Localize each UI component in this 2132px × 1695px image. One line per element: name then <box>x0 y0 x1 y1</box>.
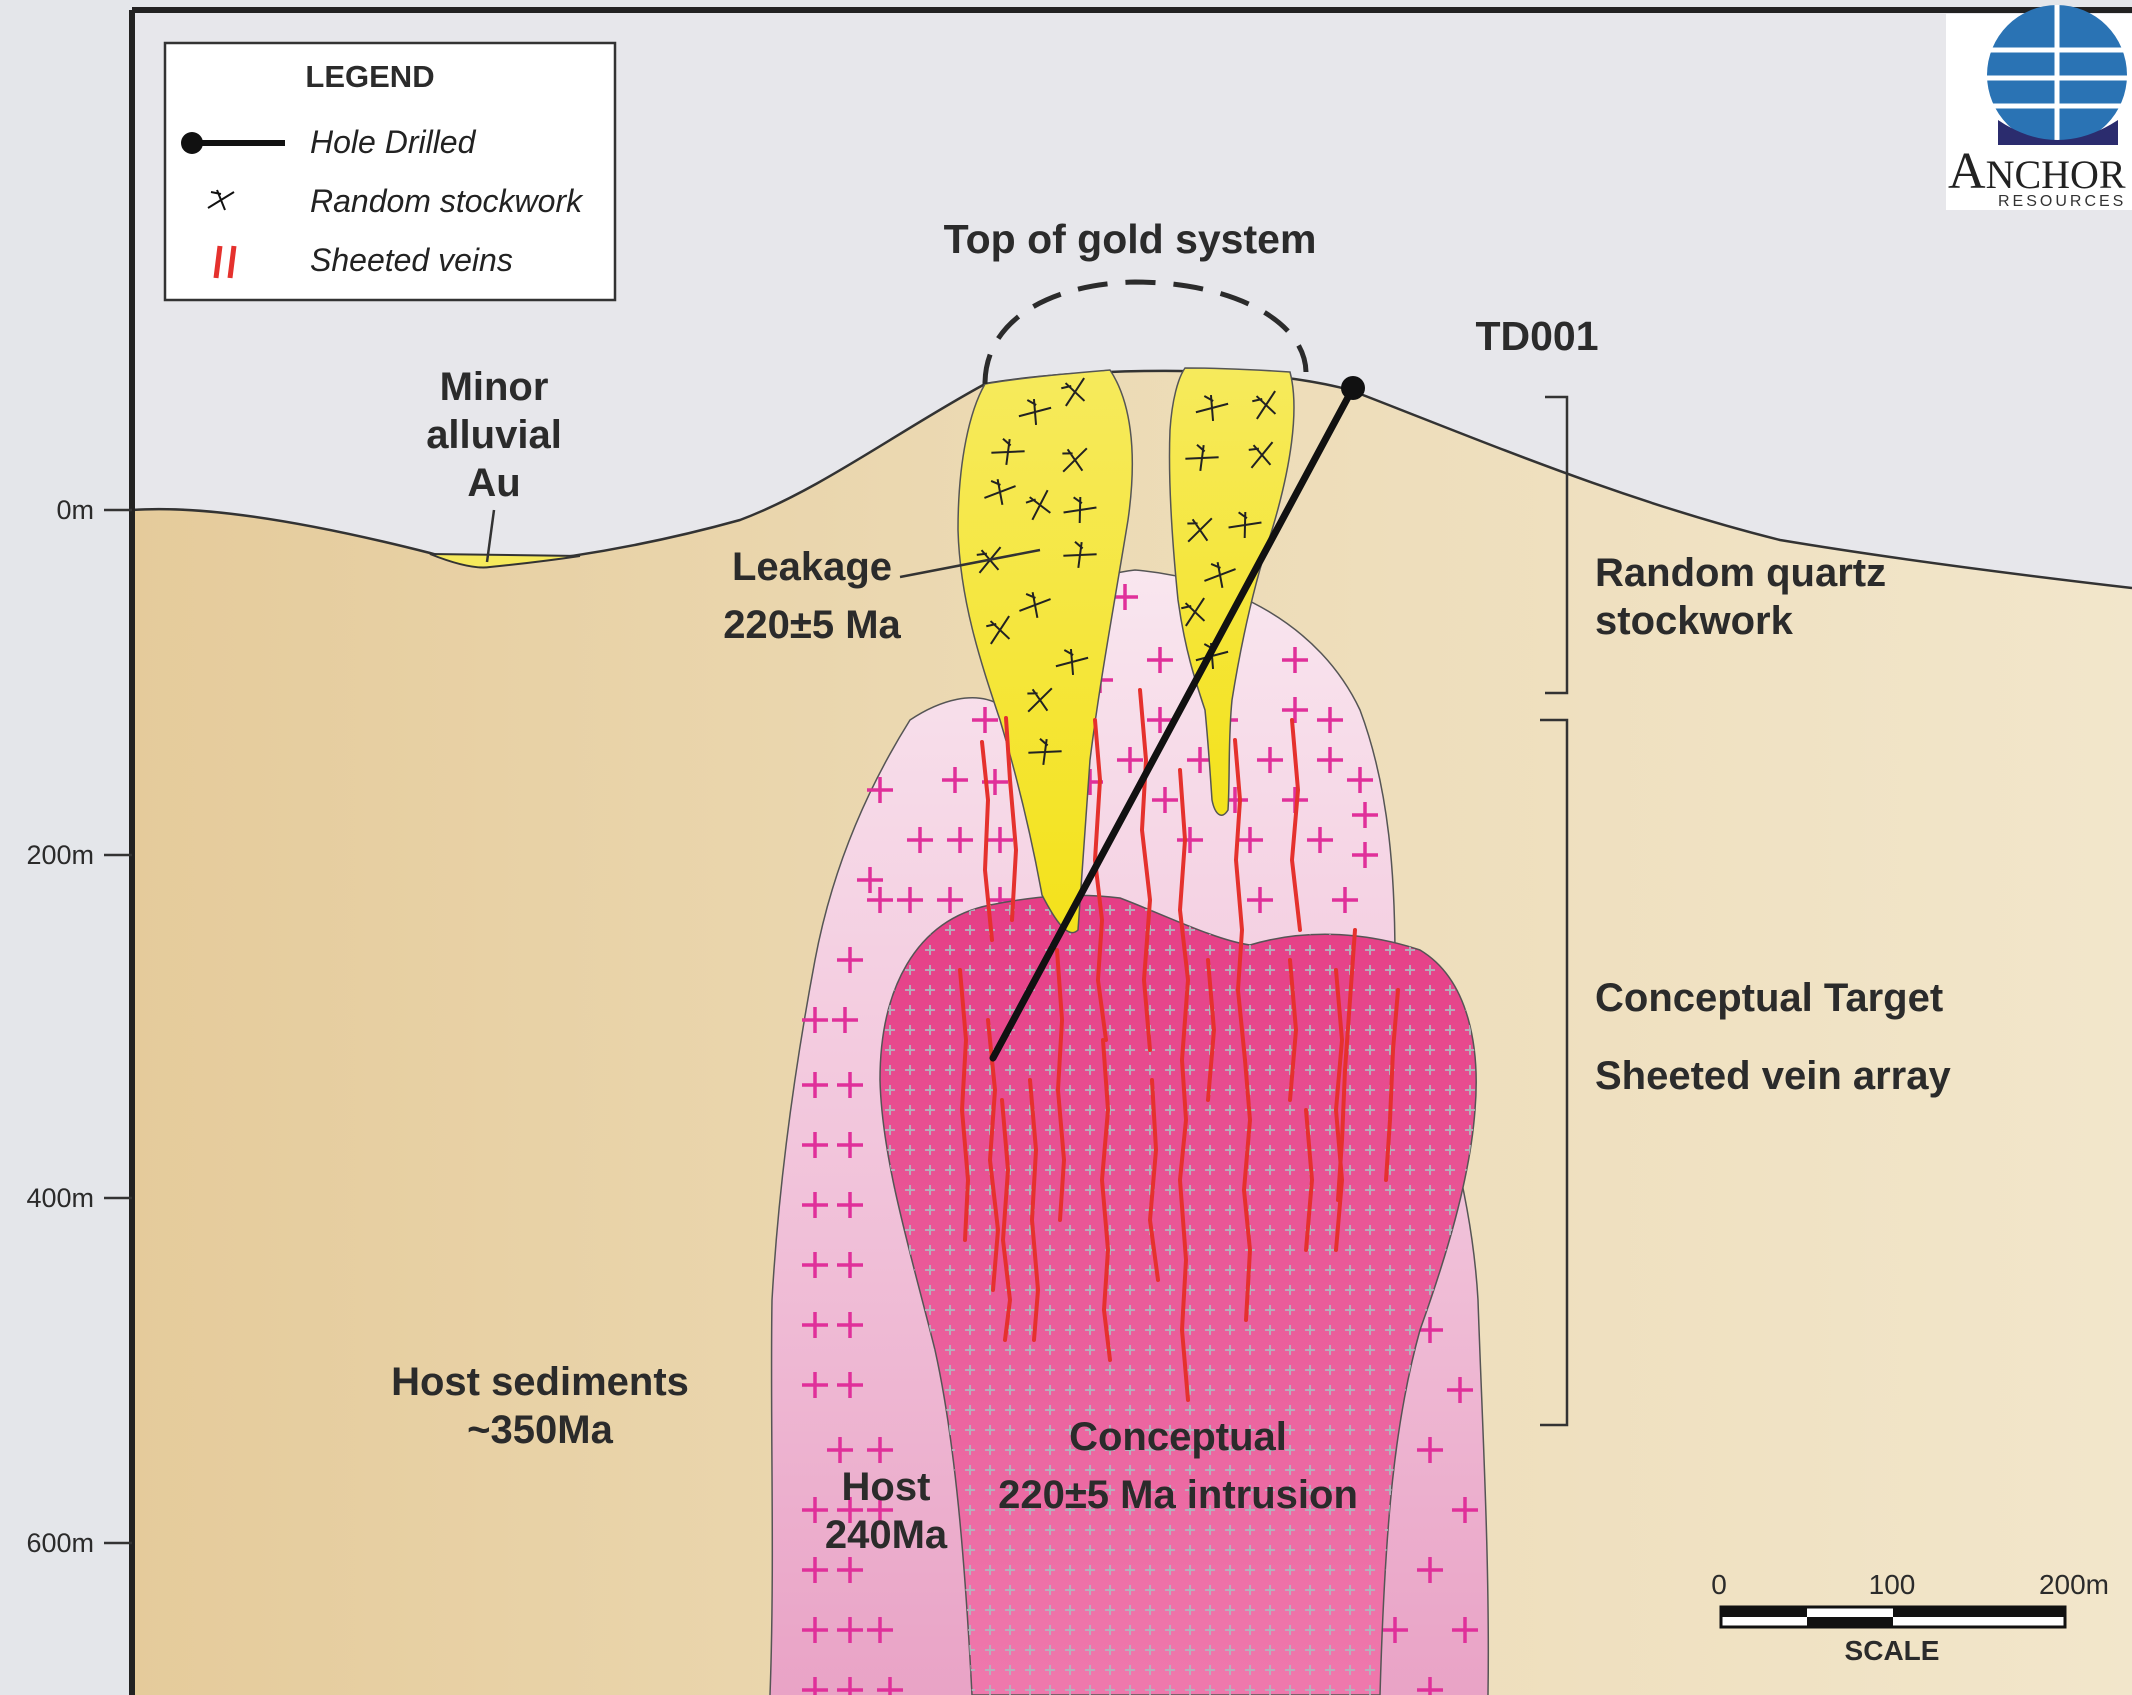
scale-label-100: 100 <box>1869 1569 1916 1600</box>
legend: LEGEND Hole Drilled Random stockwork She… <box>165 43 615 300</box>
label-host-intrusion-line2: 240Ma <box>825 1513 948 1557</box>
scale-bar-segment <box>1807 1617 1893 1627</box>
depth-label-600m: 600m <box>26 1528 94 1558</box>
scale-label-0: 0 <box>1711 1569 1727 1600</box>
depth-label-0m: 0m <box>56 495 94 525</box>
depth-label-200m: 200m <box>26 840 94 870</box>
label-host-sediments-line1: Host sediments <box>391 1360 689 1404</box>
label-conceptual-intrusion-line1: Conceptual <box>1069 1415 1287 1459</box>
label-leakage-line1: Leakage <box>732 545 892 589</box>
anchor-resources-logo: ANCHOR RESOURCES <box>1946 5 2132 210</box>
legend-label-random-stockwork: Random stockwork <box>310 183 584 219</box>
logo-subtitle: RESOURCES <box>1998 193 2126 210</box>
scale-label-200m: 200m <box>2039 1569 2109 1600</box>
scale-title: SCALE <box>1845 1635 1940 1666</box>
label-host-sediments-line2: ~350Ma <box>467 1408 613 1452</box>
scale-bar-segment <box>1721 1607 1807 1617</box>
legend-label-sheeted-veins: Sheeted veins <box>310 242 513 278</box>
label-alluvial-line1: Minor <box>440 365 549 409</box>
label-random-quartz-line1: Random quartz <box>1595 551 1886 595</box>
label-sheeted-vein-array: Sheeted vein array <box>1595 1054 1951 1098</box>
label-host-intrusion-line1: Host <box>842 1465 931 1509</box>
legend-label-hole-drilled: Hole Drilled <box>310 124 477 160</box>
label-random-quartz-line2: stockwork <box>1595 599 1794 643</box>
label-top-of-gold-system: Top of gold system <box>944 216 1317 262</box>
drill-collar <box>1341 376 1365 400</box>
legend-title: LEGEND <box>305 59 434 94</box>
scale-bar-segment <box>1893 1607 2065 1617</box>
label-conceptual-intrusion-line2: 220±5 Ma intrusion <box>998 1473 1358 1517</box>
label-drill-hole-td001: TD001 <box>1475 313 1598 359</box>
depth-label-400m: 400m <box>26 1183 94 1213</box>
label-alluvial-line3: Au <box>467 461 520 505</box>
logo-name: ANCHOR <box>1948 143 2126 200</box>
label-leakage-line2: 220±5 Ma <box>723 603 901 647</box>
label-conceptual-target: Conceptual Target <box>1595 976 1943 1020</box>
label-alluvial-line2: alluvial <box>426 413 562 457</box>
